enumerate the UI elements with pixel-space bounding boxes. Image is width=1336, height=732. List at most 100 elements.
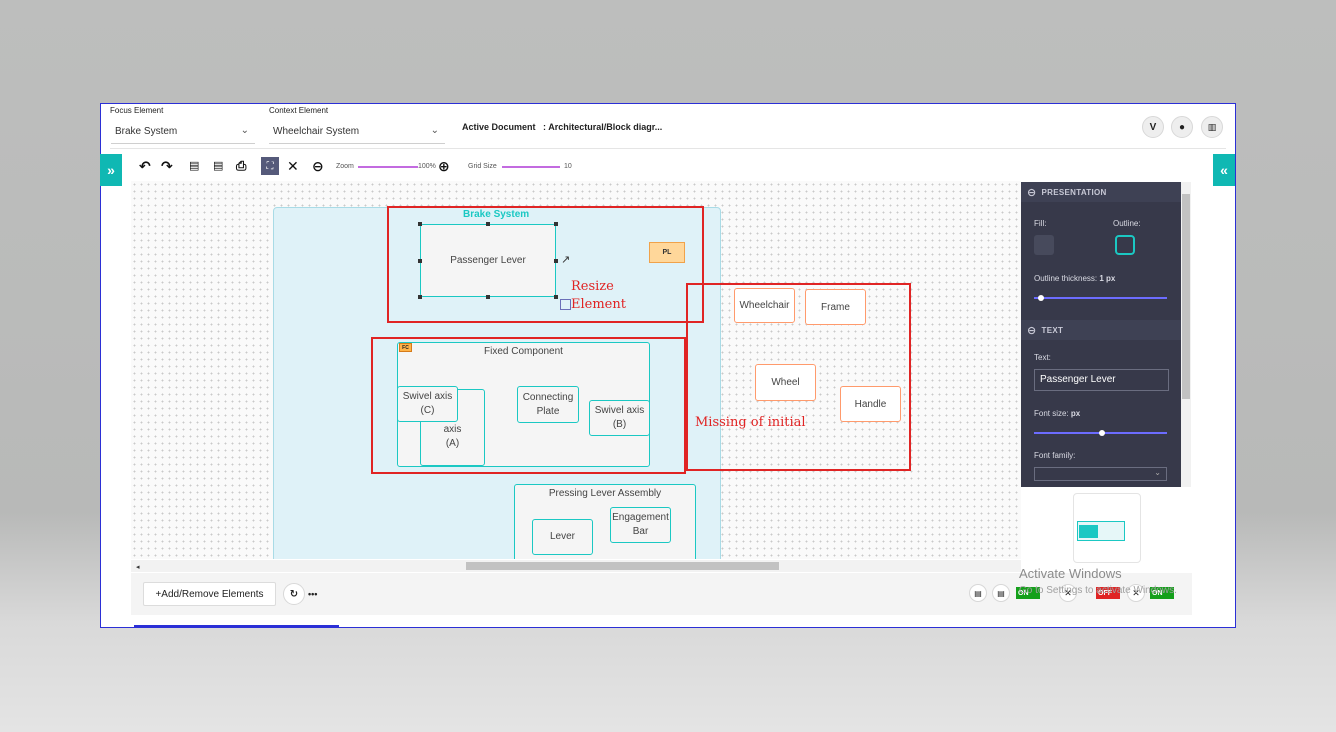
pl-badge[interactable]: PL: [649, 242, 685, 263]
focus-element-label: Focus Element: [110, 106, 164, 115]
font-size: Font size: px: [1034, 409, 1080, 418]
toggle-on[interactable]: ON: [1016, 587, 1040, 599]
chevron-down-icon: ⌄: [430, 125, 439, 136]
resize-annotation-line1: Resize: [571, 279, 614, 294]
swivel-axis-c-node[interactable]: Swivel axis (C): [397, 386, 458, 422]
redo-icon[interactable]: ↷: [161, 158, 173, 174]
toggle-off[interactable]: OFF: [1096, 587, 1120, 599]
resize-corner-icon[interactable]: [560, 299, 571, 310]
resize-annotation-box: [387, 206, 704, 323]
export-png-icon[interactable]: ▤: [213, 160, 224, 172]
text-section-header[interactable]: ⊖ TEXT: [1021, 320, 1181, 340]
outline-thickness-value: 1 px: [1099, 274, 1116, 283]
font-size-knob[interactable]: [1099, 430, 1105, 436]
resize-annotation-line2: Element: [571, 297, 626, 312]
text-section-title: TEXT: [1041, 325, 1064, 335]
print-icon[interactable]: ⎙: [236, 158, 247, 173]
text-label: Text:: [1034, 353, 1051, 362]
add-remove-elements-button[interactable]: +Add/Remove Elements: [143, 582, 276, 606]
wheelchair-label: Wheelchair: [739, 300, 790, 311]
unlink-icon[interactable]: ✕: [1127, 584, 1145, 602]
resize-handle[interactable]: [418, 222, 422, 226]
active-document-label: Active Document: [462, 122, 536, 132]
fill-color-swatch[interactable]: [1034, 235, 1054, 255]
collapse-icon[interactable]: ⊖: [1027, 186, 1037, 199]
passenger-lever-label: Passenger Lever: [450, 254, 526, 266]
fit-screen-icon[interactable]: ⛶: [261, 157, 279, 175]
resize-handle[interactable]: [418, 295, 422, 299]
missing-annotation-text: Missing of initial: [695, 415, 806, 430]
more-options-button[interactable]: •••: [308, 589, 318, 599]
zoom-in-icon[interactable]: ⊕: [438, 158, 450, 174]
link-icon[interactable]: ✕: [1059, 584, 1077, 602]
chart-icon[interactable]: ▥: [1201, 116, 1223, 138]
toggle-on-2[interactable]: ON: [1150, 587, 1174, 599]
connector-icon[interactable]: ↗: [561, 254, 571, 266]
expand-right-button[interactable]: «: [1213, 154, 1235, 186]
presentation-section-header[interactable]: ⊖ PRESENTATION: [1021, 182, 1181, 202]
lever-label: Lever: [549, 531, 575, 542]
frame-label: Frame: [821, 301, 850, 313]
presentation-section-title: PRESENTATION: [1041, 187, 1107, 197]
export-icon[interactable]: ▤: [969, 584, 987, 602]
pressing-lever-assembly-label: Pressing Lever Assembly: [548, 488, 662, 499]
scroll-left-icon[interactable]: ◂: [136, 564, 140, 571]
fixed-component-label: Fixed Component: [484, 346, 563, 357]
import-icon[interactable]: ▤: [992, 584, 1010, 602]
lever-node[interactable]: Lever: [532, 519, 593, 555]
swivel-axis-b-label: Swivel axis (B): [594, 405, 645, 430]
export-svg-icon[interactable]: ▤: [189, 160, 200, 172]
expand-left-button[interactable]: »: [100, 154, 122, 186]
context-element-value: Wheelchair System: [273, 126, 360, 137]
context-element-select[interactable]: Wheelchair System ⌄: [269, 120, 445, 144]
swivel-axis-a-suffix: (A): [445, 437, 460, 449]
vector-icon[interactable]: V: [1142, 116, 1164, 138]
horizontal-scrollbar-thumb[interactable]: [466, 562, 779, 570]
outline-label: Outline:: [1113, 219, 1141, 228]
resize-handle[interactable]: [418, 259, 422, 263]
resize-handle[interactable]: [554, 222, 558, 226]
wheelchair-node[interactable]: Wheelchair: [734, 288, 795, 323]
panel-scrollbar-thumb[interactable]: [1182, 194, 1190, 399]
collapse-icon[interactable]: ⊖: [1027, 324, 1037, 337]
focus-element-select[interactable]: Brake System ⌄: [111, 120, 255, 144]
zoom-out-icon[interactable]: ⊖: [312, 158, 324, 174]
swivel-axis-b-node[interactable]: Swivel axis (B): [589, 400, 650, 436]
context-element-label: Context Element: [269, 106, 329, 115]
text-input[interactable]: Passenger Lever: [1034, 369, 1169, 391]
chevron-down-icon: ⌄: [1154, 468, 1161, 477]
grid-size-slider[interactable]: [502, 166, 560, 168]
diagram-canvas[interactable]: Brake System Passenger Lever ↗ PL Fixed …: [131, 181, 1021, 559]
fullscreen-icon[interactable]: ✕: [287, 158, 299, 174]
outline-thickness: Outline thickness: 1 px: [1034, 274, 1115, 283]
refresh-icon[interactable]: ↻: [283, 583, 305, 605]
properties-panel: ⊖ PRESENTATION Fill: Outline: Outline th…: [1021, 182, 1181, 487]
outline-thickness-label: Outline thickness:: [1034, 274, 1098, 283]
drop-icon[interactable]: ●: [1171, 116, 1193, 138]
footer-bar: [131, 573, 1192, 615]
chevron-down-icon: ⌄: [240, 125, 249, 136]
zoom-slider[interactable]: [358, 166, 418, 168]
brake-system-title: Brake System: [463, 209, 530, 220]
handle-node[interactable]: Handle: [840, 386, 901, 422]
font-family-select[interactable]: ⌄: [1034, 467, 1167, 481]
engagement-bar-node[interactable]: Engagement Bar: [610, 507, 671, 543]
resize-handle[interactable]: [554, 295, 558, 299]
outline-color-swatch[interactable]: [1115, 235, 1135, 255]
resize-handle[interactable]: [554, 259, 558, 263]
zoom-label: Zoom: [336, 163, 354, 170]
minimap[interactable]: [1073, 493, 1141, 563]
fc-badge: FC: [399, 343, 412, 352]
outline-thickness-slider[interactable]: [1034, 297, 1167, 299]
fixed-component-annotation-box: [371, 337, 686, 474]
outline-thickness-knob[interactable]: [1038, 295, 1044, 301]
minimap-content: [1079, 525, 1098, 538]
font-size-label: Font size:: [1034, 409, 1069, 418]
connecting-plate-node[interactable]: Connecting Plate: [517, 386, 579, 423]
resize-handle[interactable]: [486, 295, 490, 299]
resize-handle[interactable]: [486, 222, 490, 226]
undo-icon[interactable]: ↶: [139, 158, 151, 174]
fill-label: Fill:: [1034, 219, 1047, 228]
wheel-node[interactable]: Wheel: [755, 364, 816, 401]
frame-node[interactable]: Frame: [805, 289, 866, 325]
